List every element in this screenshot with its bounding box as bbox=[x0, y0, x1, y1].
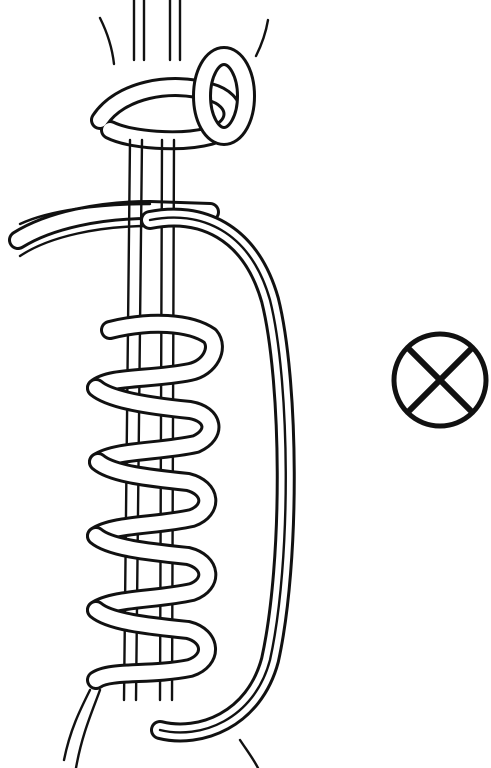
square-knot-sinnet bbox=[96, 324, 214, 680]
top-cords bbox=[100, 0, 268, 64]
circled-x-icon bbox=[394, 334, 486, 426]
top-knot bbox=[100, 56, 246, 140]
